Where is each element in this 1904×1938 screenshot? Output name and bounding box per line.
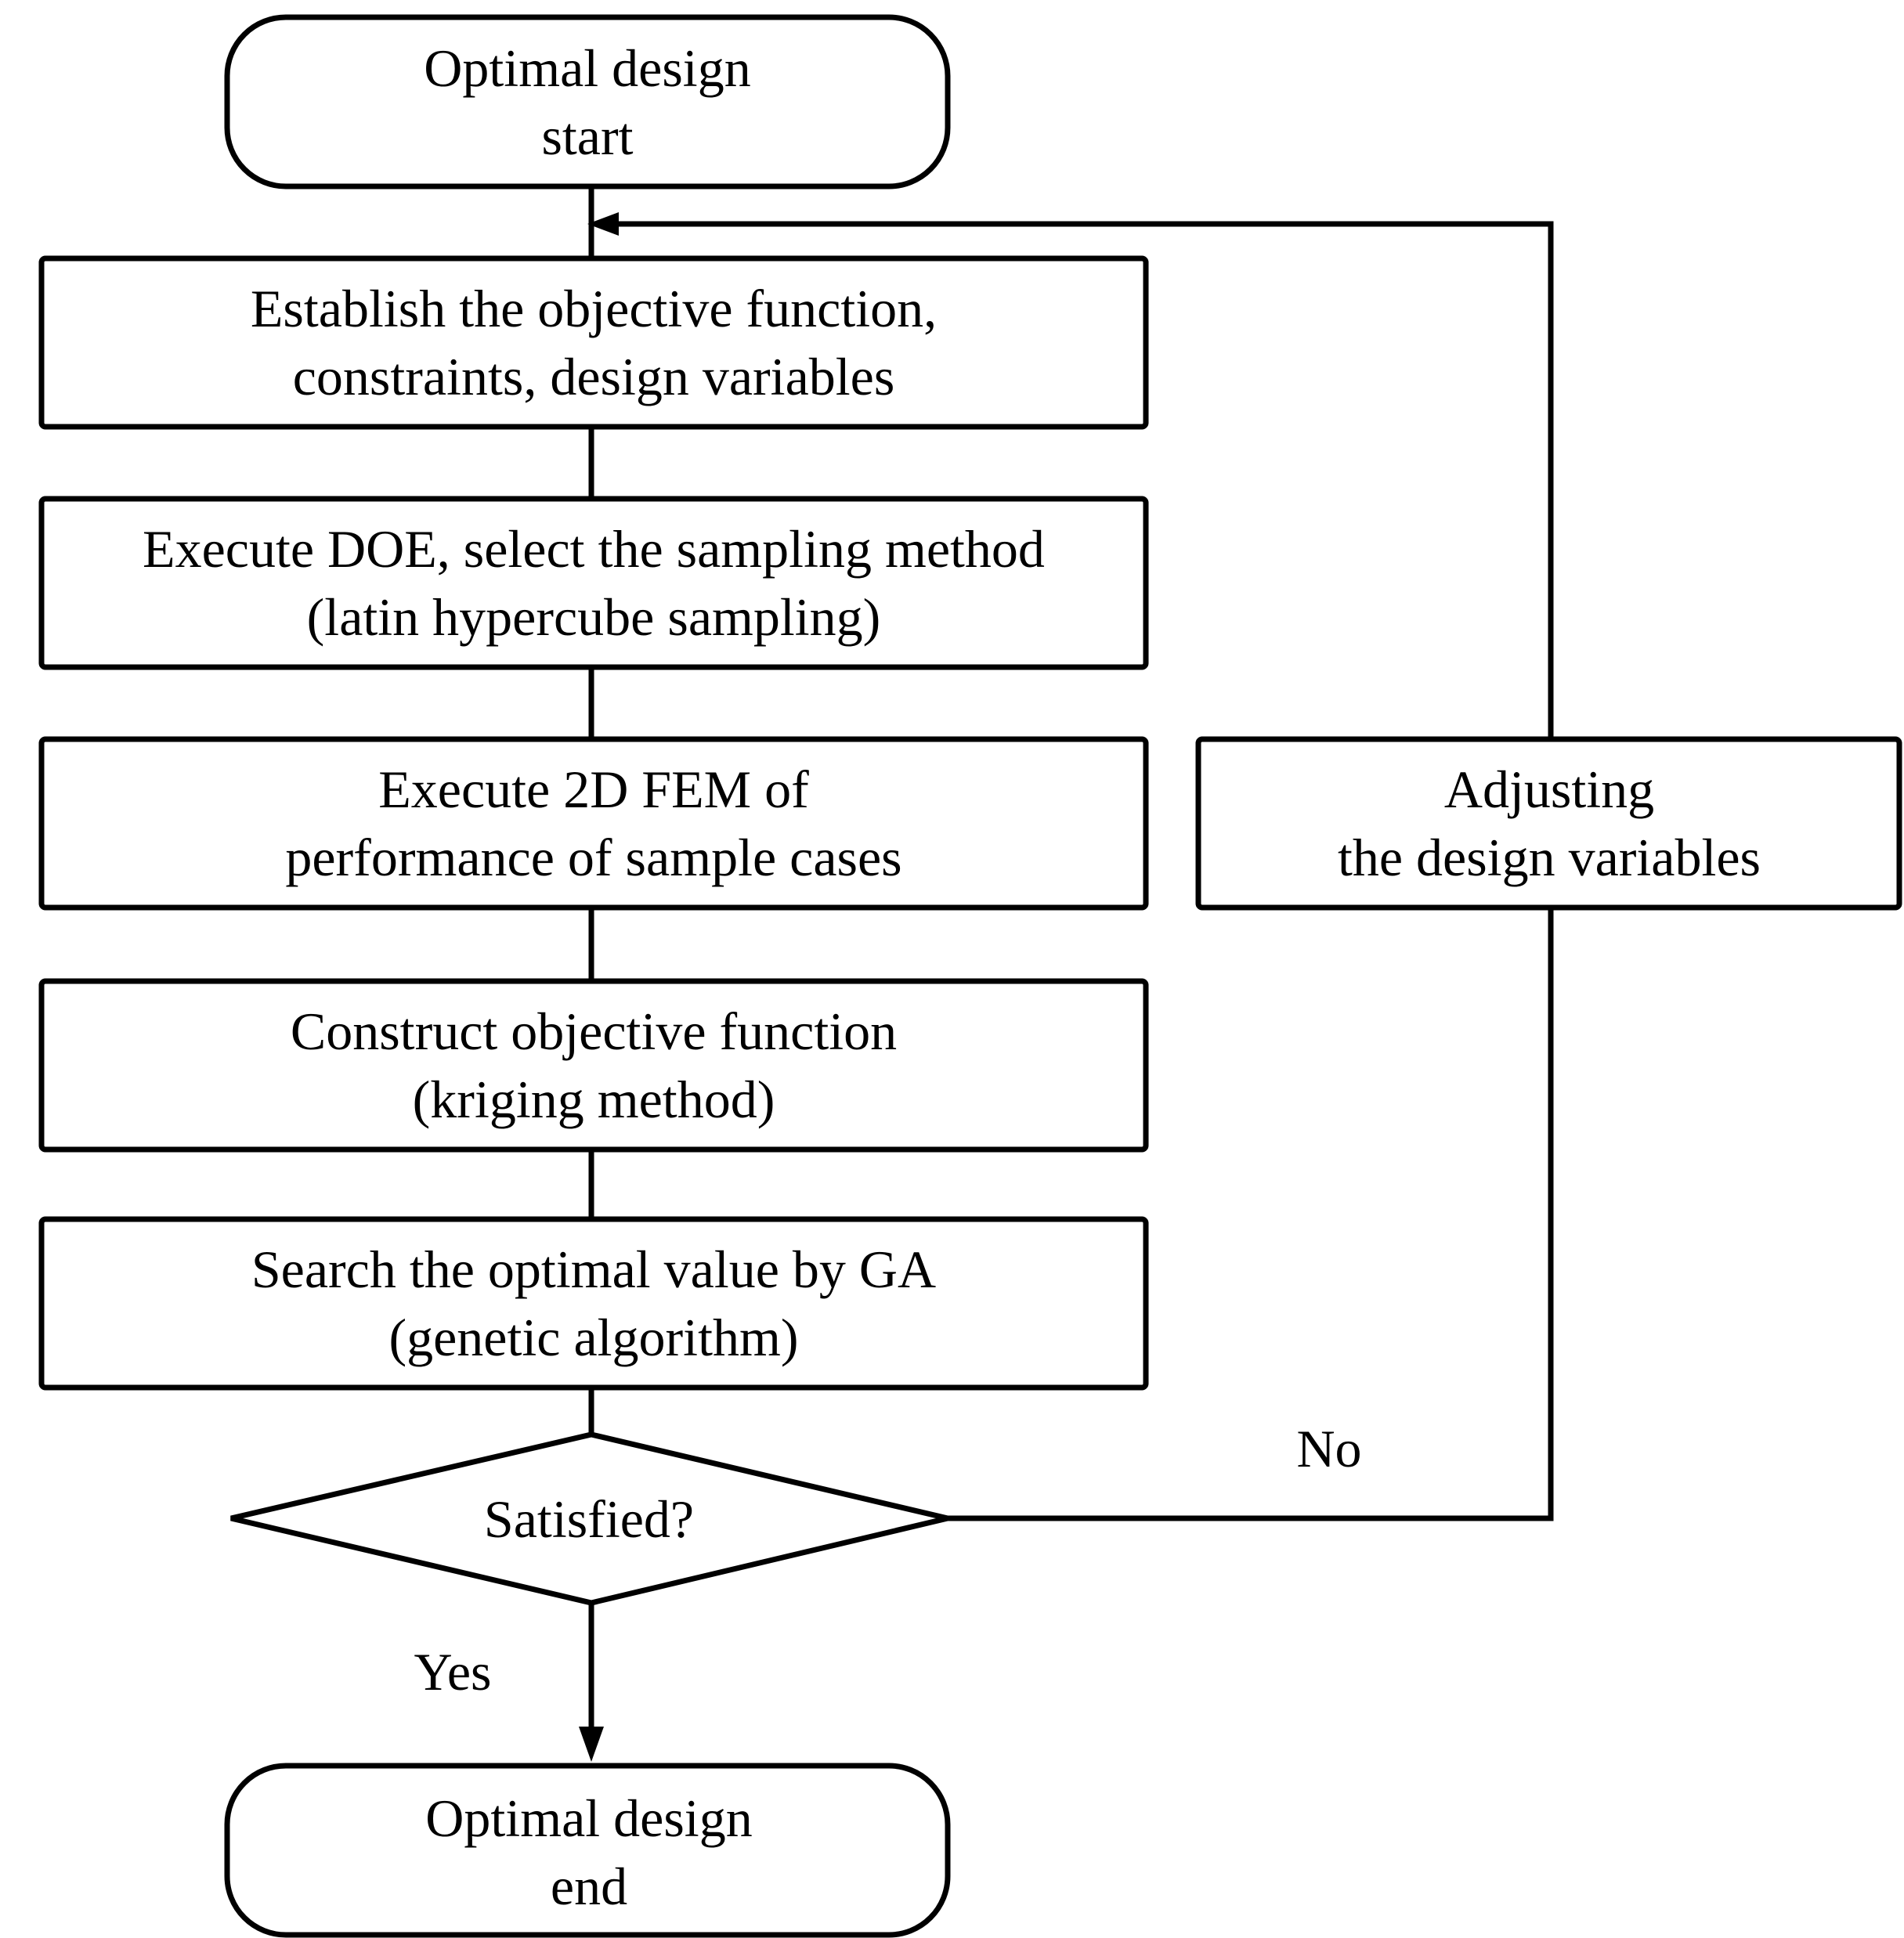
- end-terminator: Optimal design end: [224, 1763, 951, 1938]
- connector-adjust-loop-back: [619, 221, 1554, 739]
- end-line-2: end: [551, 1857, 627, 1916]
- step-establish-objective: Establish the objective function, constr…: [38, 255, 1149, 430]
- step-4-line-2: (kriging method): [413, 1070, 775, 1129]
- step-5-line-1: Search the optimal value by GA: [251, 1240, 936, 1299]
- step-2-box: [38, 496, 1149, 670]
- start-line-1: Optimal design: [424, 38, 750, 98]
- step-5-line-2: (genetic algorithm): [388, 1308, 798, 1367]
- start-terminator-shape: [224, 14, 951, 189]
- branch-label-yes: Yes: [414, 1642, 492, 1702]
- adjust-line-1: Adjusting: [1444, 760, 1654, 819]
- step-3-box: [38, 736, 1149, 911]
- arrowhead-loop-left: [587, 212, 619, 236]
- connectors: [579, 186, 1554, 1762]
- start-terminator: Optimal design start: [224, 14, 951, 189]
- step-2-line-1: Execute DOE, select the sampling method: [143, 519, 1045, 579]
- step-execute-fem: Execute 2D FEM of performance of sample …: [38, 736, 1149, 911]
- step-4-box: [38, 978, 1149, 1153]
- step-5-box: [38, 1216, 1149, 1391]
- step-construct-objective: Construct objective function (kriging me…: [38, 978, 1149, 1153]
- arrowhead-yes-down: [579, 1727, 604, 1762]
- connector-no-branch: [948, 908, 1554, 1521]
- step-search-optimal: Search the optimal value by GA (genetic …: [38, 1216, 1149, 1391]
- step-1-line-1: Establish the objective function,: [251, 279, 937, 338]
- end-terminator-shape: [224, 1763, 951, 1938]
- step-1-line-2: constraints, design variables: [293, 347, 895, 406]
- branch-label-no: No: [1296, 1419, 1361, 1478]
- step-2-line-2: (latin hypercube sampling): [307, 587, 881, 647]
- decision-label: Satisfied?: [484, 1489, 694, 1549]
- step-1-box: [38, 255, 1149, 430]
- adjust-line-2: the design variables: [1338, 828, 1761, 887]
- step-4-line-1: Construct objective function: [291, 1001, 897, 1061]
- step-3-line-2: performance of sample cases: [285, 828, 901, 887]
- adjust-design-variables: Adjusting the design variables: [1195, 736, 1902, 911]
- step-execute-doe: Execute DOE, select the sampling method …: [38, 496, 1149, 670]
- step-3-line-1: Execute 2D FEM of: [378, 760, 809, 819]
- end-line-1: Optimal design: [425, 1788, 752, 1848]
- decision-satisfied: Satisfied?: [230, 1431, 948, 1606]
- start-line-2: start: [541, 106, 633, 166]
- adjust-box: [1195, 736, 1902, 911]
- decision-diamond: [230, 1431, 948, 1606]
